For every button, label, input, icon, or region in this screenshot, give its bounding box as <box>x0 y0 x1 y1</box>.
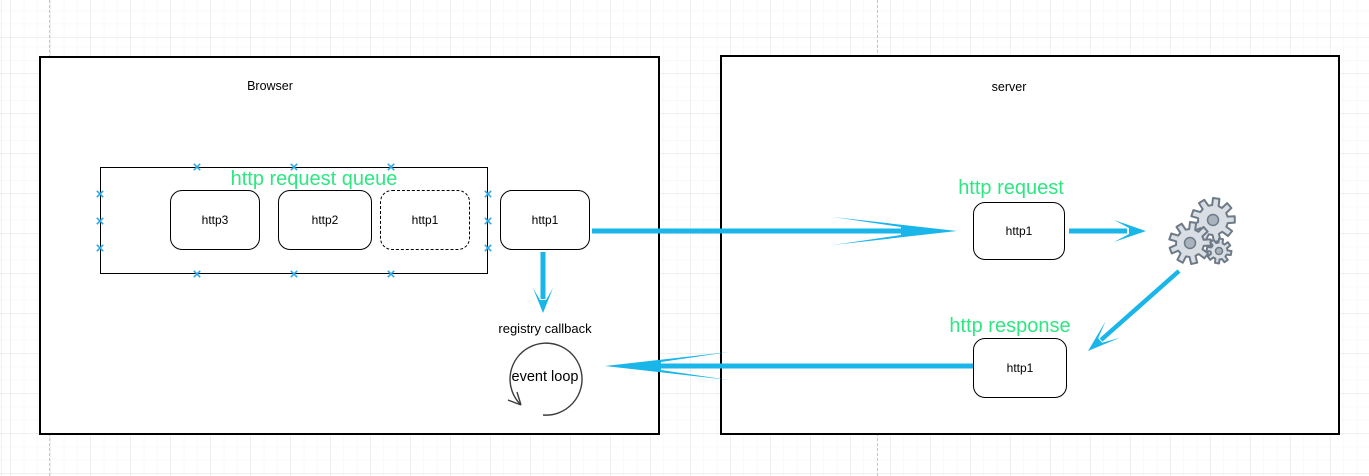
queue-item-http3[interactable]: http3 <box>170 190 260 250</box>
http-response-title[interactable]: http response <box>949 315 1071 337</box>
registry-callback-label[interactable]: registry callback <box>498 321 592 336</box>
server-response-http1[interactable]: http1 <box>973 338 1067 398</box>
queue-item-http2[interactable]: http2 <box>278 190 372 250</box>
event-loop-label[interactable]: event loop <box>511 369 579 385</box>
http-request-title[interactable]: http request <box>958 177 1064 199</box>
active-request-http1[interactable]: http1 <box>500 190 590 250</box>
server-title[interactable]: server <box>991 80 1027 94</box>
http-request-queue-title[interactable]: http request queue <box>230 168 398 190</box>
browser-title[interactable]: Browser <box>247 79 293 93</box>
queue-item-http1-ghost[interactable]: http1 <box>380 190 470 250</box>
server-request-http1[interactable]: http1 <box>973 202 1065 260</box>
